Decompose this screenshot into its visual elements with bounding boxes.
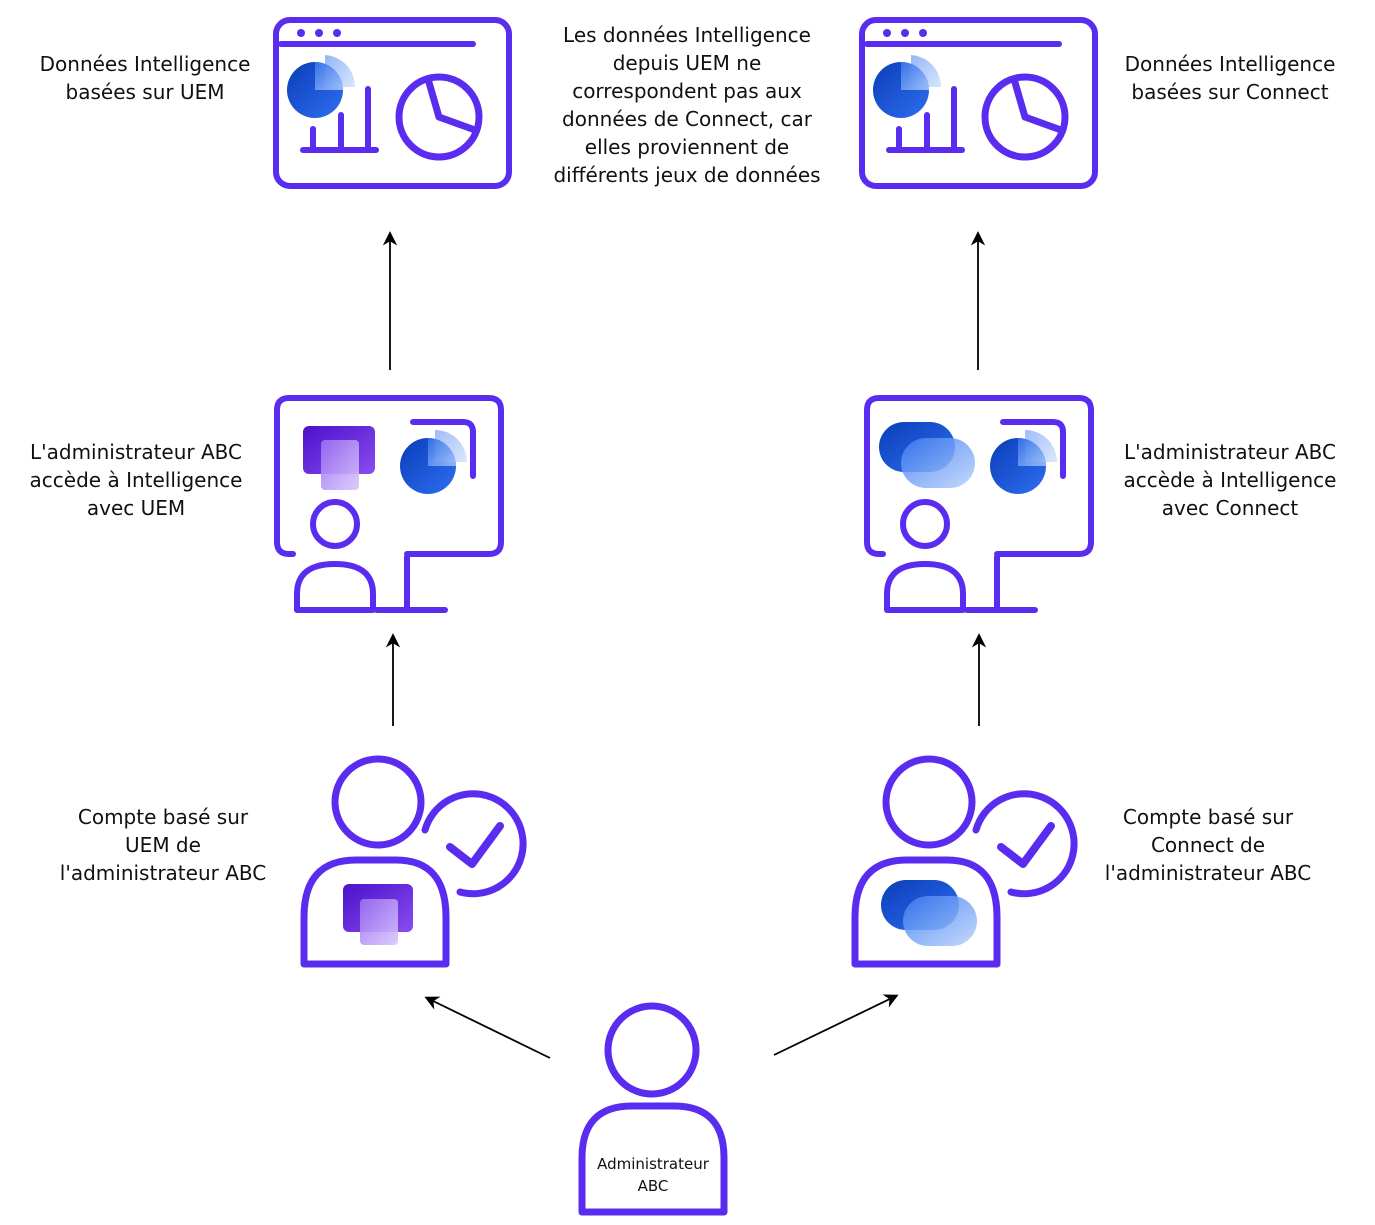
connect-access-label: L'administrateur ABC accède à Intelligen… [1110,438,1350,522]
note-line: elles proviennent de [584,135,790,159]
uem-access-line: avec UEM [86,496,186,520]
connect-account-line: l'administrateur ABC [1104,861,1312,885]
uem-account-line: UEM de [125,833,201,857]
note-line: Les données Intelligence [563,23,811,47]
connect-account-line: Compte basé sur [1122,805,1294,829]
note-label: Les données Intelligence depuis UEM ne c… [540,21,834,189]
uem-access-line: L'administrateur ABC [29,440,243,464]
account-check-icon [300,755,527,968]
admin-label-line: ABC [637,1177,669,1195]
uem-account-line: Compte basé sur [77,805,249,829]
uem-data-label: Données Intelligence basées sur UEM [30,50,260,106]
connect-access-line: L'administrateur ABC [1123,440,1337,464]
uem-account-label: Compte basé sur UEM de l'administrateur … [45,803,281,887]
connect-access-line: avec Connect [1161,496,1299,520]
note-line: données de Connect, car [562,107,812,131]
uem-access-line: accède à Intelligence [29,468,243,492]
uem-data-line: basées sur UEM [65,80,225,104]
monitor-user-icon [864,395,1094,613]
admin-label: Administrateur ABC [583,1153,723,1197]
arrow-admin-to-uem [424,996,551,1059]
note-line: correspondent pas aux [572,79,802,103]
connect-data-line: Données Intelligence [1124,52,1336,76]
dashboard-icon [859,17,1098,189]
monitor-user-icon [274,395,504,613]
connect-data-label: Données Intelligence basées sur Connect [1110,50,1350,106]
connect-account-label: Compte basé sur Connect de l'administrat… [1090,803,1326,887]
admin-label-line: Administrateur [597,1155,709,1173]
connect-data-line: basées sur Connect [1131,80,1329,104]
user-icon [578,1002,728,1216]
connect-access-line: accède à Intelligence [1123,468,1337,492]
arrows [382,231,987,1059]
uem-data-line: Données Intelligence [39,52,251,76]
dashboard-icon [273,17,512,189]
note-line: depuis UEM ne [612,51,762,75]
arrow-admin-to-connect [773,994,899,1056]
connect-account-line: Connect de [1150,833,1266,857]
uem-account-line: l'administrateur ABC [59,861,267,885]
account-check-icon [851,755,1078,968]
uem-access-label: L'administrateur ABC accède à Intelligen… [18,438,254,522]
note-line: différents jeux de données [553,163,821,187]
